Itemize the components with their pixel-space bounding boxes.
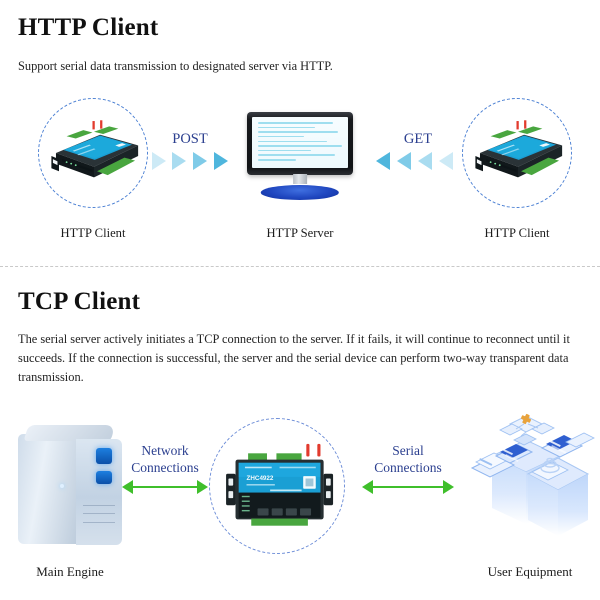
http-server-monitor (247, 112, 353, 200)
tower-slot-lower (96, 470, 112, 485)
tower-front-panel (76, 438, 122, 545)
monitor-screen (252, 117, 348, 169)
tower-slot-upper (96, 448, 112, 465)
user-equipment-illustration (466, 396, 596, 556)
arrow-shaft (370, 486, 446, 488)
flow-label-get: GET (403, 131, 433, 147)
network-connection-arrow (122, 480, 208, 494)
chevron-left-3 (418, 152, 432, 170)
arrow-head-left (362, 480, 373, 494)
http-node-label-right: HTTP Client (484, 226, 550, 240)
tcp-section-title: TCP Client (18, 288, 141, 315)
serial-server-device-left (48, 118, 140, 188)
http-client-right-circle (462, 98, 572, 208)
arrow-shaft (130, 486, 200, 488)
monitor-base (260, 185, 340, 200)
serial-server-device-right (472, 118, 564, 188)
http-section-title: HTTP Client (18, 14, 159, 41)
monitor-neck (293, 173, 307, 185)
tcp-device-circle (209, 418, 345, 554)
flow-label-post: POST (172, 131, 208, 147)
monitor-bezel (247, 112, 353, 176)
http-node-label-left: HTTP Client (60, 226, 126, 240)
get-chevrons (376, 150, 460, 172)
serial-connection-arrow (362, 480, 454, 494)
chevron-right-4 (214, 152, 228, 170)
arrow-head-right (197, 480, 208, 494)
http-client-left-circle (38, 98, 148, 208)
serial-server-device-left-svg (51, 120, 139, 178)
serial-server-device-right-svg (475, 120, 563, 178)
tcp-node-label-right: User Equipment (487, 564, 573, 579)
svg-text:ZHC4922: ZHC4922 (247, 475, 274, 482)
tower-side-panel (18, 433, 79, 544)
arrow-head-right (443, 480, 454, 494)
chevron-right-1 (152, 152, 166, 170)
http-section-description: Support serial data transmission to desi… (18, 59, 333, 73)
main-engine-tower (18, 425, 122, 550)
chevron-left-4 (439, 152, 453, 170)
serial-server-device-center: ZHC4922 (219, 442, 337, 526)
flow-label-serial-line2: Connections (374, 460, 442, 475)
flow-label-network-line2: Connections (131, 460, 199, 475)
post-chevrons (152, 150, 236, 172)
user-equipment-svg (470, 413, 595, 536)
flow-label-serial-line1: Serial (392, 443, 424, 458)
tcp-node-label-left: Main Engine (36, 564, 104, 579)
tower-power-led (59, 483, 64, 488)
chevron-right-3 (193, 152, 207, 170)
chevron-right-2 (172, 152, 186, 170)
flow-label-serial-connections: Serial Connections (358, 442, 458, 476)
flow-label-network-line1: Network (141, 443, 189, 458)
section-divider (0, 266, 600, 267)
arrow-head-left (122, 480, 133, 494)
flow-label-network-connections: Network Connections (118, 442, 212, 476)
tcp-section-description: The serial server actively initiates a T… (18, 332, 570, 384)
serial-server-device-center-svg: ZHC4922 (226, 443, 334, 526)
chevron-left-2 (397, 152, 411, 170)
http-node-label-center: HTTP Server (266, 226, 334, 240)
chevron-left-1 (376, 152, 390, 170)
